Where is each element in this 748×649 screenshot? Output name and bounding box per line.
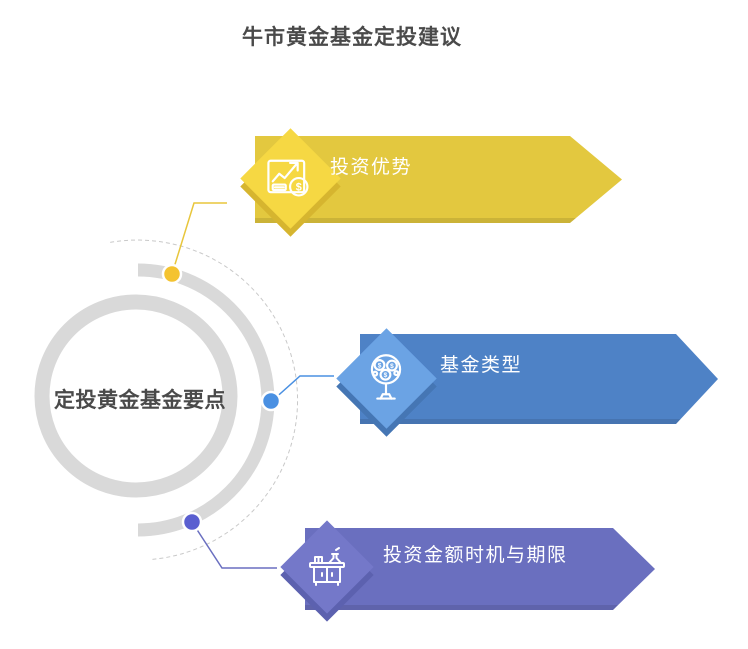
page-title: 牛市黄金基金定投建议 [242, 26, 462, 49]
svg-text:$: $ [378, 362, 382, 369]
money-tree-icon: $ $ $ [360, 352, 412, 404]
hub-label: 定投黄金基金要点 [54, 389, 226, 412]
banner-fund-types: $ $ $ 基金类型 [330, 320, 725, 438]
growth-chart-coin-icon: $ [263, 151, 315, 203]
banner-label: 投资金额时机与期限 [383, 545, 568, 566]
arrow-fold-shade [305, 605, 655, 610]
banner-amount-timing-duration: 投资金额时机与期限 [275, 515, 667, 623]
connector-advantages [171, 202, 227, 275]
arrow-fold-shade [360, 419, 718, 424]
svg-text:$: $ [296, 182, 302, 194]
dot-advantages [161, 263, 183, 285]
svg-text:$: $ [390, 363, 394, 370]
banner-label: 基金类型 [440, 355, 523, 376]
dashed-orbit-arc [110, 239, 298, 560]
lab-table-icon [303, 544, 351, 592]
connector-fund-types [271, 375, 334, 402]
banner-label: 投资优势 [330, 157, 413, 178]
connector-amount-timing [191, 521, 277, 569]
banner-investment-advantages: $ 投资优势 [235, 125, 635, 237]
svg-text:$: $ [384, 372, 388, 379]
hub-ring [34, 294, 238, 498]
dot-fund-types [260, 390, 282, 412]
arrow-fold-shade [255, 218, 622, 223]
dot-amount-timing [181, 511, 203, 533]
